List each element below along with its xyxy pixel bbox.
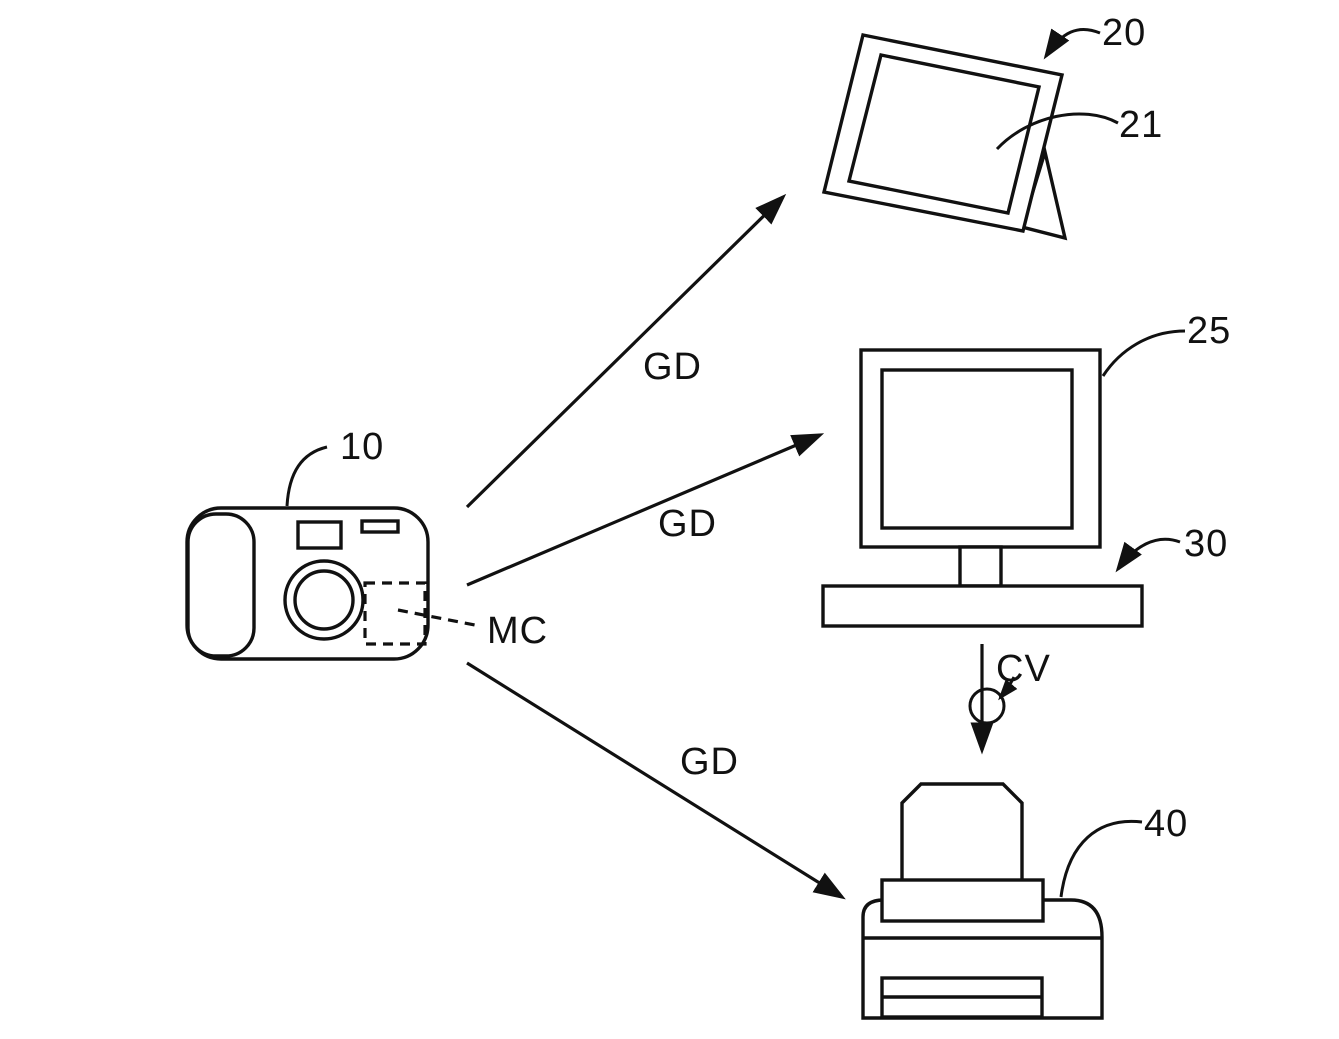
memory-card-dashed-box bbox=[363, 581, 427, 646]
camera-lens-outer bbox=[283, 559, 365, 641]
gd-label-frame: GD bbox=[643, 346, 702, 388]
leader-line-10 bbox=[285, 445, 328, 507]
camera-viewfinder bbox=[296, 520, 343, 550]
ref-label-cv: CV bbox=[996, 648, 1051, 690]
gd-arrow-to-frame bbox=[465, 193, 787, 509]
gd-arrow-to-printer bbox=[466, 661, 846, 900]
leader-line-25 bbox=[1101, 329, 1186, 377]
gd-arrow-to-monitor bbox=[466, 433, 825, 587]
ref-label-21: 21 bbox=[1119, 104, 1163, 146]
ref-label-30: 30 bbox=[1184, 523, 1228, 565]
computer-base bbox=[821, 584, 1144, 628]
leader-line-30 bbox=[1115, 537, 1181, 573]
ref-label-20: 20 bbox=[1102, 12, 1146, 54]
leader-line-21 bbox=[995, 112, 1119, 151]
monitor-screen bbox=[880, 368, 1074, 530]
camera-lens-inner bbox=[293, 569, 355, 631]
cable-connector-circle bbox=[968, 687, 1006, 725]
printer-paper-guide bbox=[900, 782, 1024, 883]
camera-grip bbox=[186, 512, 256, 658]
ref-label-10: 10 bbox=[340, 426, 384, 468]
leader-line-mc bbox=[397, 608, 481, 628]
ref-label-mc: MC bbox=[487, 610, 548, 652]
leader-line-20 bbox=[1043, 28, 1101, 60]
photo-frame-screen bbox=[846, 53, 1042, 215]
camera-flash bbox=[360, 519, 400, 534]
ref-label-40: 40 bbox=[1144, 803, 1188, 845]
monitor-neck bbox=[958, 545, 1003, 588]
leader-line-cv bbox=[998, 676, 1018, 701]
ref-label-25: 25 bbox=[1187, 310, 1231, 352]
leader-line-40 bbox=[1059, 819, 1143, 898]
gd-label-monitor: GD bbox=[658, 503, 717, 545]
printer-feed-tray bbox=[880, 878, 1045, 923]
gd-label-printer: GD bbox=[680, 741, 739, 783]
